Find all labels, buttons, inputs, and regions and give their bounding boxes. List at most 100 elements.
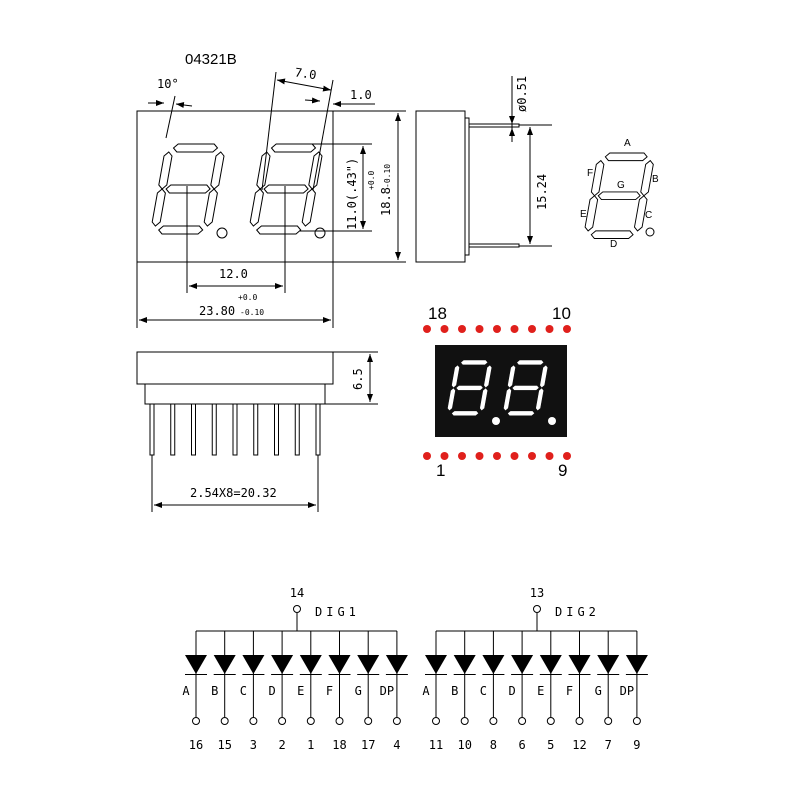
- segment-label: D: [268, 684, 275, 698]
- led-diode-icon: [357, 655, 380, 674]
- photo-digit2-segment-d: [506, 410, 536, 417]
- digit-label: DIG2: [555, 605, 600, 619]
- bottom-view: 6.5 2.54X8=20.32: [136, 351, 378, 512]
- pin-dot-bottom: [440, 452, 449, 460]
- key-digit-segment-g: [597, 191, 641, 201]
- segment-label: D: [508, 684, 515, 698]
- pin-label-top-left: 18: [428, 304, 447, 323]
- segment-label: C: [240, 684, 247, 698]
- pin-number: 18: [332, 738, 346, 752]
- pin-terminal: [489, 717, 498, 725]
- digit1-segment-c: [203, 188, 218, 227]
- pin-terminal: [192, 717, 200, 725]
- photo-digit1-segment-d: [450, 410, 480, 417]
- pin-dot-top: [458, 325, 466, 333]
- width-tol-plus: +0.0: [238, 293, 257, 302]
- pin-label-top-right: 10: [552, 304, 571, 323]
- pin-terminal: [306, 717, 315, 725]
- photo-digit2-segment-a: [516, 359, 545, 366]
- led-diode-icon: [539, 655, 562, 674]
- pin: [315, 403, 321, 456]
- digit2-segment-d: [256, 225, 302, 235]
- pin-terminal: [604, 717, 613, 725]
- seg-label-f: F: [587, 168, 593, 179]
- photo-digit1-dp: [492, 417, 500, 425]
- pin-span-label: 2.54X8=20.32: [190, 486, 277, 500]
- led-diode-icon: [625, 655, 648, 674]
- seg-label-b: B: [652, 174, 659, 185]
- led-diode-icon: [299, 655, 322, 674]
- pin-terminal: [278, 717, 287, 725]
- photo-digit1-segment-c: [479, 387, 489, 412]
- pin-dot-top: [528, 325, 536, 333]
- digit-pitch-label: 12.0: [219, 267, 248, 281]
- segment-label: A: [422, 684, 430, 698]
- digit1-segment-g: [165, 184, 211, 194]
- pin: [294, 403, 300, 456]
- segment-label: B: [211, 684, 218, 698]
- digit1-segment-e: [151, 188, 166, 227]
- pin: [232, 403, 238, 456]
- led-diode-icon: [271, 655, 294, 674]
- pin-dot-top: [423, 325, 431, 333]
- seg-label-a: A: [624, 138, 631, 149]
- pin-terminal: [460, 717, 469, 725]
- digit1-segment-f: [158, 151, 173, 190]
- display-body-photo: [435, 345, 567, 437]
- segment-label: C: [480, 684, 487, 698]
- photo-digit1-segment-g: [455, 385, 484, 391]
- schematic: 14DIG1A16B15C3D2E1F18G17DP413DIG2A11B10C…: [182, 586, 648, 752]
- pin-terminal: [249, 717, 258, 725]
- digit-height-label: 11.0(.43"): [345, 158, 359, 230]
- led-diode-icon: [597, 655, 620, 674]
- digit2-segment-b: [308, 151, 323, 190]
- common-terminal: [533, 605, 541, 613]
- pinout-view: 18 10 1 9: [423, 304, 571, 480]
- common-pin-number: 14: [290, 586, 304, 600]
- pin-number: 5: [547, 738, 554, 752]
- common-pin-number: 13: [530, 586, 544, 600]
- segment-label: F: [566, 684, 573, 698]
- segment-width-label: 7.0: [294, 65, 317, 82]
- led-diode-icon: [242, 655, 265, 674]
- pin-dot-bottom: [563, 452, 571, 460]
- digit2-segment-e: [249, 188, 264, 227]
- digit1-segment-b: [210, 151, 225, 190]
- pin-dot-bottom: [458, 452, 466, 460]
- pin-terminal: [335, 717, 344, 725]
- segment-key: A B C D E F G: [580, 138, 659, 250]
- pin-number: 11: [429, 738, 443, 752]
- pin-number: 6: [518, 738, 525, 752]
- key-digit-segment-c: [633, 195, 648, 232]
- pin: [274, 403, 279, 456]
- led-diode-icon: [213, 655, 236, 674]
- pin-terminal: [575, 717, 584, 725]
- pin-number: 9: [633, 738, 640, 752]
- led-diode-icon: [568, 655, 591, 674]
- pin-dot-bottom: [510, 452, 519, 460]
- led-diode-icon: [511, 655, 534, 674]
- digit-label: DIG1: [315, 605, 360, 619]
- pin-dot-top: [545, 325, 554, 333]
- segment-label: DP: [380, 684, 394, 698]
- side-view: ø0.51 15.24: [415, 76, 552, 263]
- pin-dot-top: [563, 325, 571, 333]
- pin-dot-bottom: [545, 452, 554, 460]
- pin-terminal: [546, 717, 555, 725]
- photo-digit1-segment-a: [460, 359, 489, 366]
- pin: [170, 403, 176, 456]
- pin-terminal: [632, 717, 641, 725]
- led-diode-icon: [425, 655, 447, 674]
- pin-number: 1: [307, 738, 314, 752]
- pin: [211, 403, 217, 456]
- angle-label: 10°: [157, 77, 179, 91]
- photo-digit2-segment-e: [503, 387, 512, 412]
- pin-number: 12: [572, 738, 586, 752]
- led-diode-icon: [328, 655, 351, 674]
- pin-number: 15: [217, 738, 231, 752]
- digit2-segment-g: [263, 184, 309, 194]
- led-diode-icon: [453, 655, 476, 674]
- photo-digit2: [503, 359, 549, 417]
